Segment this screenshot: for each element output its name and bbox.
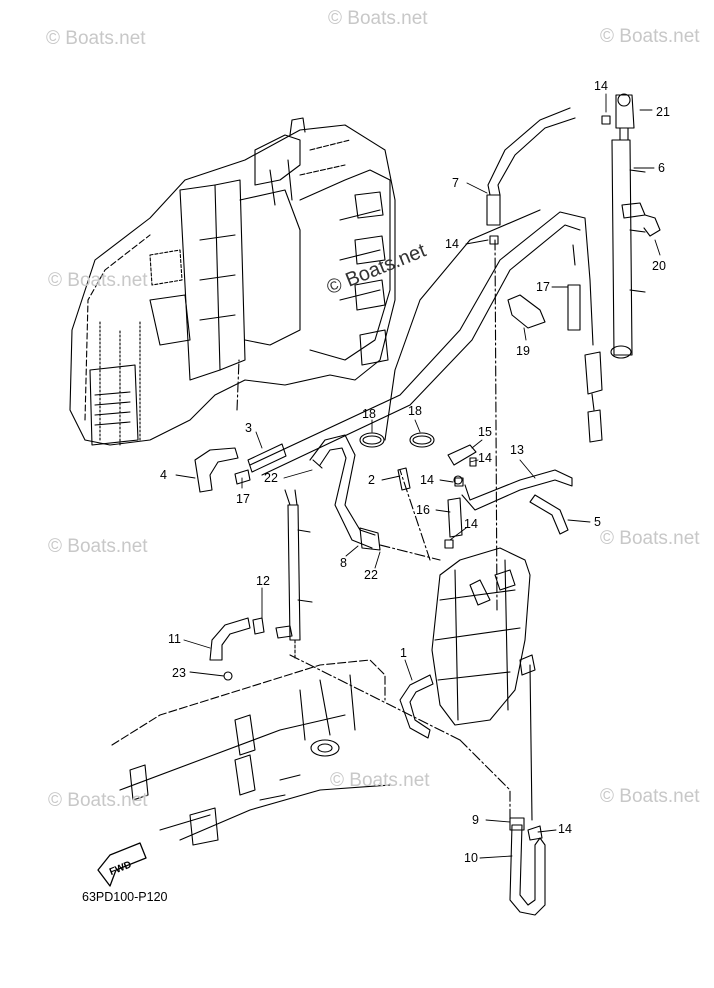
fuel-rail-right xyxy=(610,93,661,359)
watermark-4: © Boats.net xyxy=(48,270,148,291)
callout-17-left: 17 xyxy=(236,492,250,506)
hose-11-12 xyxy=(209,617,293,681)
callout-2: 2 xyxy=(368,473,375,487)
hose-7 xyxy=(486,107,576,226)
fwd-arrow xyxy=(97,842,147,887)
watermark-6: © Boats.net xyxy=(600,528,700,549)
hose-10 xyxy=(509,817,546,916)
callout-14-tank: 14 xyxy=(464,517,478,531)
fuel-filter xyxy=(567,244,603,443)
fuel-rail-left xyxy=(284,489,313,661)
hose-13 xyxy=(461,469,573,511)
callout-19: 19 xyxy=(516,344,530,358)
callout-14-top: 14 xyxy=(594,79,608,93)
callout-5: 5 xyxy=(594,515,601,529)
watermark-7: © Boats.net xyxy=(48,790,148,811)
hose-1 xyxy=(399,674,434,739)
callout-15: 15 xyxy=(478,425,492,439)
callout-labels: 14 21 6 7 14 20 17 19 18 18 15 3 14 13 4… xyxy=(108,79,670,878)
callout-3: 3 xyxy=(245,421,252,435)
callout-18-right: 18 xyxy=(408,404,422,418)
callout-9: 9 xyxy=(472,813,479,827)
leader-lines xyxy=(175,93,661,859)
callout-14-mid: 14 xyxy=(478,451,492,465)
callout-12: 12 xyxy=(256,574,270,588)
callout-22-bottom: 22 xyxy=(364,568,378,582)
callout-14-center: 14 xyxy=(420,473,434,487)
watermark-2: © Boats.net xyxy=(328,8,428,29)
vapor-separator xyxy=(431,547,536,821)
fwd-label: FWD xyxy=(108,859,133,878)
callout-17-right: 17 xyxy=(536,280,550,294)
clip-19 xyxy=(507,294,546,329)
watermark-3: © Boats.net xyxy=(600,26,700,47)
callout-13: 13 xyxy=(510,443,524,457)
watermark-9: © Boats.net xyxy=(600,786,700,807)
watermark-1: © Boats.net xyxy=(46,28,146,49)
watermark-5: © Boats.net xyxy=(48,536,148,557)
callout-22-top: 22 xyxy=(264,471,278,485)
hose-15-16 xyxy=(447,444,477,538)
callout-14-bottom: 14 xyxy=(558,822,572,836)
callout-23: 23 xyxy=(172,666,186,680)
callout-10: 10 xyxy=(464,851,478,865)
callout-6: 6 xyxy=(658,161,665,175)
callout-20: 20 xyxy=(652,259,666,273)
diagram-code: 63PD100-P120 xyxy=(82,890,168,904)
callout-8: 8 xyxy=(340,556,347,570)
hose-2 xyxy=(397,467,411,491)
clamps-18 xyxy=(359,432,435,448)
callout-11: 11 xyxy=(168,632,181,646)
callout-1: 1 xyxy=(400,646,407,660)
small-fittings xyxy=(444,115,611,549)
callout-14-hose7: 14 xyxy=(445,237,459,251)
callout-7: 7 xyxy=(452,176,459,190)
callout-4: 4 xyxy=(160,468,167,482)
connection-lines xyxy=(236,239,511,821)
watermark-8: © Boats.net xyxy=(330,770,430,791)
hose-4 xyxy=(194,443,287,493)
hose-5 xyxy=(529,494,569,535)
callout-21: 21 xyxy=(656,105,670,119)
callout-16: 16 xyxy=(416,503,430,517)
engine-block xyxy=(69,117,396,446)
bottom-cowling xyxy=(111,659,391,846)
hose-8 xyxy=(309,434,381,551)
callout-18-left: 18 xyxy=(362,407,376,421)
return-hose xyxy=(249,209,594,476)
